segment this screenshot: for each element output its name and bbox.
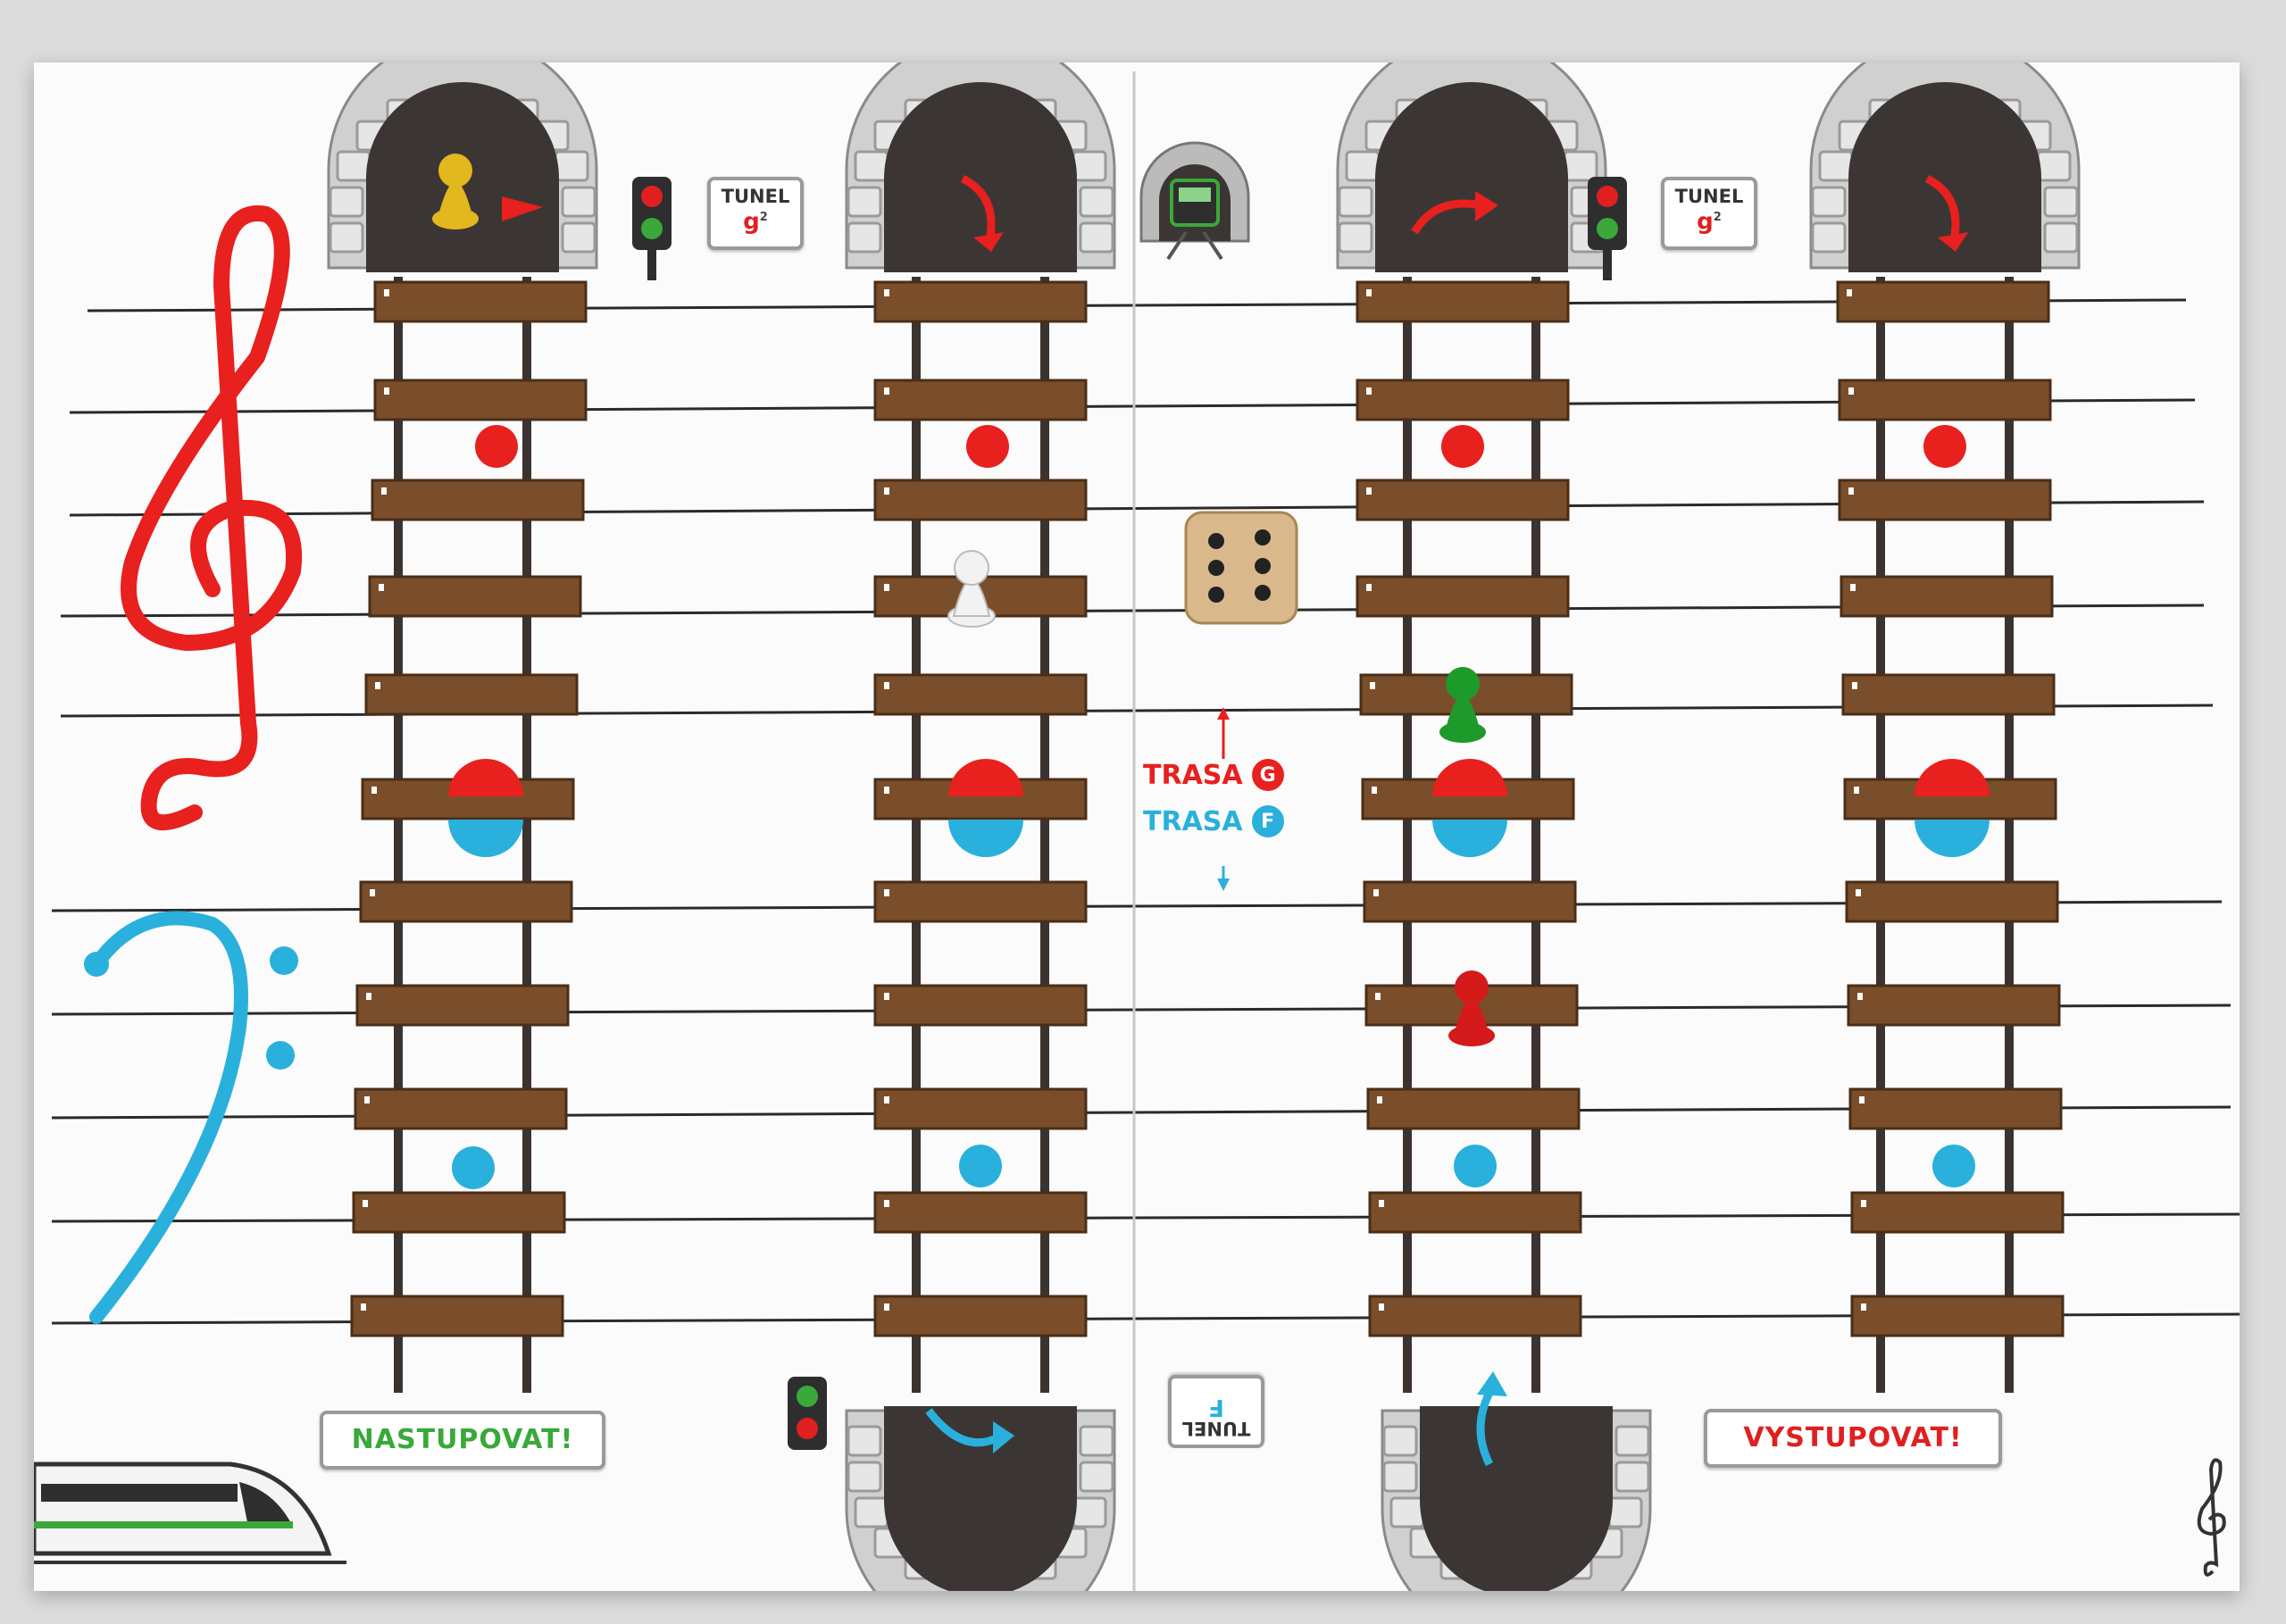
start-sign: NASTUPOVAT! [320,1411,605,1470]
tunnel-sign-word: TUNEL [1674,186,1744,207]
route-f-legend: TRASA F [1143,805,1284,837]
tunnel-sign-word: TUNEL [1181,1418,1251,1439]
tunnel-bottom-2 [845,1404,1116,1591]
tunnel-sign-note: g2 [1697,208,1722,236]
route-f-label: TRASA [1143,805,1243,837]
route-f-badge: F [1251,805,1284,837]
tunnel-sign-note: g2 [743,208,768,236]
track-4 [1809,62,2081,1393]
route-g-label: TRASA [1143,759,1243,791]
train-tunnel-icon [1139,141,1250,261]
traffic-light-icon-bottom [788,1377,827,1450]
tunnel-sign-word: TUNEL [721,186,790,207]
tunnel-sign-flipped: TUNEL F [1168,1375,1264,1448]
track-2 [845,62,1116,1393]
dice-icon[interactable] [1184,511,1298,625]
game-board: TUNEL g2 TUNEL g2 TUNEL F NASTUPOVAT! VY… [34,62,2240,1591]
small-treble-clef-icon [2197,1458,2226,1577]
tunnel-sign-1: TUNEL g2 [707,177,804,250]
route-g-legend: TRASA G [1143,759,1284,791]
traffic-light-icon [632,177,672,280]
route-g-badge: G [1251,759,1284,791]
treble-clef-icon [121,205,303,831]
tunnel-bottom-3 [1381,1404,1652,1591]
end-sign: VYSTUPOVAT! [1704,1409,2002,1468]
track-1 [327,62,598,1393]
board-graphics [34,62,2240,1591]
track-3 [1336,62,1607,1393]
bass-clef-icon [84,911,298,1324]
train-icon [34,1462,346,1564]
route-arrow [925,1408,1001,1447]
tunnel-sign-note: F [1208,1394,1224,1420]
tunnel-sign-2: TUNEL g2 [1661,177,1757,250]
legend-arrows [1217,707,1230,891]
